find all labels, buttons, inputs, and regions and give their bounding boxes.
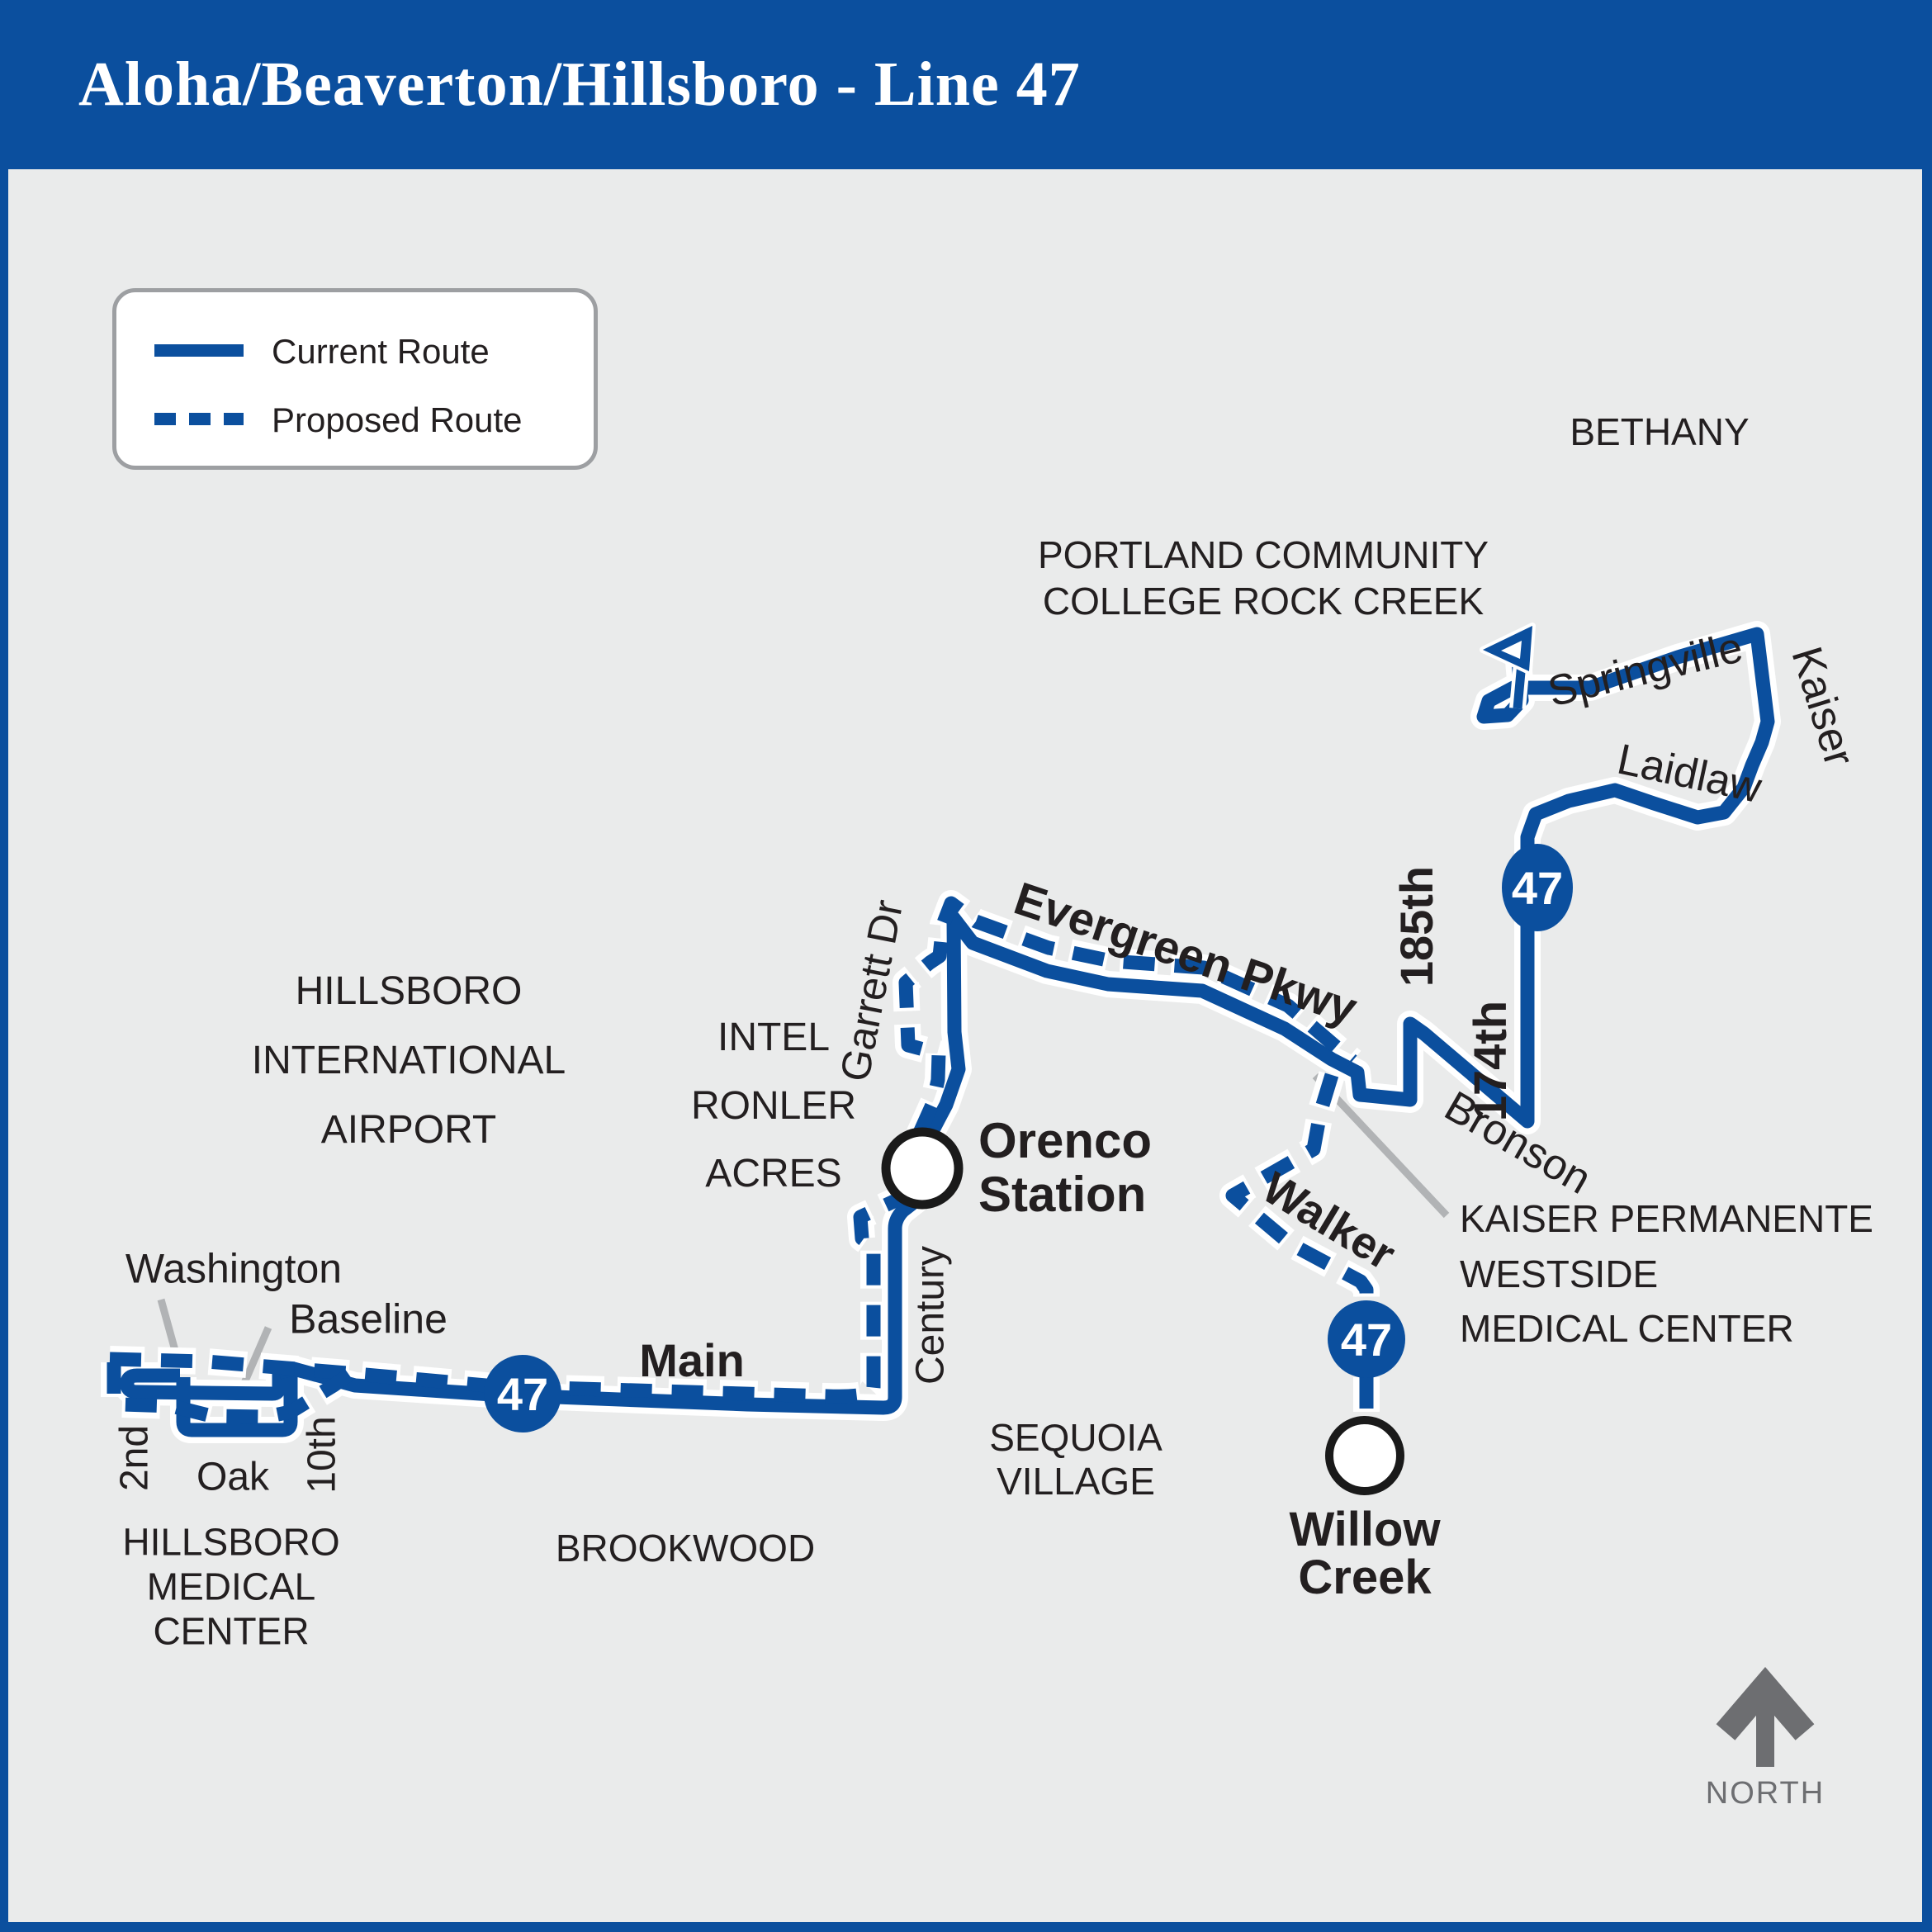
legend: Current Route Proposed Route <box>112 288 598 470</box>
current-route-main-century <box>277 1193 923 1415</box>
willow-creek-station-marker <box>1325 1416 1404 1495</box>
proposed-route-garrett-evergreen <box>898 896 1357 1138</box>
area-label-pcc-rock-creek: PORTLAND COMMUNITY COLLEGE ROCK CREEK <box>1037 533 1489 623</box>
area-label-kaiser-permanente: KAISER PERMANENTE WESTSIDE MEDICAL CENTE… <box>1460 1196 1873 1351</box>
route-badge-walker <box>1328 1300 1405 1378</box>
north-label: NORTH <box>1705 1775 1825 1811</box>
page-title: Aloha/Beaverton/Hillsboro - Line 47 <box>78 50 1081 119</box>
map-border-bottom <box>0 1922 1932 1932</box>
route-badge-174th-number: 47 <box>1512 862 1563 914</box>
current-route-swatch <box>154 344 244 357</box>
street-label-washington: Washington <box>125 1245 343 1292</box>
leader-baseline <box>237 1326 272 1392</box>
current-route-downtown-loop <box>120 1368 286 1401</box>
area-label-sequoia-village: SEQUOIA VILLAGE <box>989 1416 1163 1503</box>
street-label-185th: 185th <box>1390 865 1442 987</box>
proposed-route-swatch <box>154 413 244 425</box>
legend-current-label: Current Route <box>272 332 490 371</box>
map-border-right <box>1922 169 1932 1932</box>
orenco-station-marker <box>881 1127 964 1210</box>
map-border-left <box>0 169 8 1932</box>
north-arrow-icon <box>1716 1666 1815 1767</box>
proposed-route-walker <box>1225 1073 1374 1303</box>
current-route-evergreen-bethany <box>921 627 1775 1143</box>
route-badge-main <box>484 1355 561 1432</box>
legend-proposed-label: Proposed Route <box>272 400 523 439</box>
current-route <box>120 627 1775 1437</box>
street-label-2nd: 2nd <box>112 1424 157 1492</box>
area-label-bethany: BETHANY <box>1570 410 1750 453</box>
street-label-10th: 10th <box>300 1416 344 1494</box>
street-label-baseline: Baseline <box>289 1295 447 1342</box>
area-label-brookwood: BROOKWOOD <box>555 1526 816 1570</box>
header-bar: Aloha/Beaverton/Hillsboro - Line 47 <box>0 0 1932 169</box>
route-badges: 47 47 47 <box>484 844 1573 1432</box>
station-label-orenco: Orenco Station <box>978 1113 1153 1222</box>
area-label-hillsboro-medical-center: HILLSBORO MEDICAL CENTER <box>122 1520 340 1652</box>
route-badge-main-number: 47 <box>497 1368 548 1420</box>
route-terminus-flag-icon <box>1480 623 1536 709</box>
area-label-intel-ronler-acres: INTEL RONLER ACRES <box>690 1016 857 1196</box>
street-label-main: Main <box>639 1333 745 1386</box>
street-label-oak: Oak <box>196 1455 270 1499</box>
route-badge-174th <box>1502 844 1573 931</box>
current-route-oak-loop <box>176 1372 298 1437</box>
area-label-hillsboro-airport: HILLSBORO INTERNATIONAL AIRPORT <box>251 969 566 1152</box>
route-badge-walker-number: 47 <box>1341 1314 1392 1366</box>
station-label-willow-creek: Willow Creek <box>1289 1503 1441 1604</box>
street-label-century: Century <box>908 1245 953 1385</box>
